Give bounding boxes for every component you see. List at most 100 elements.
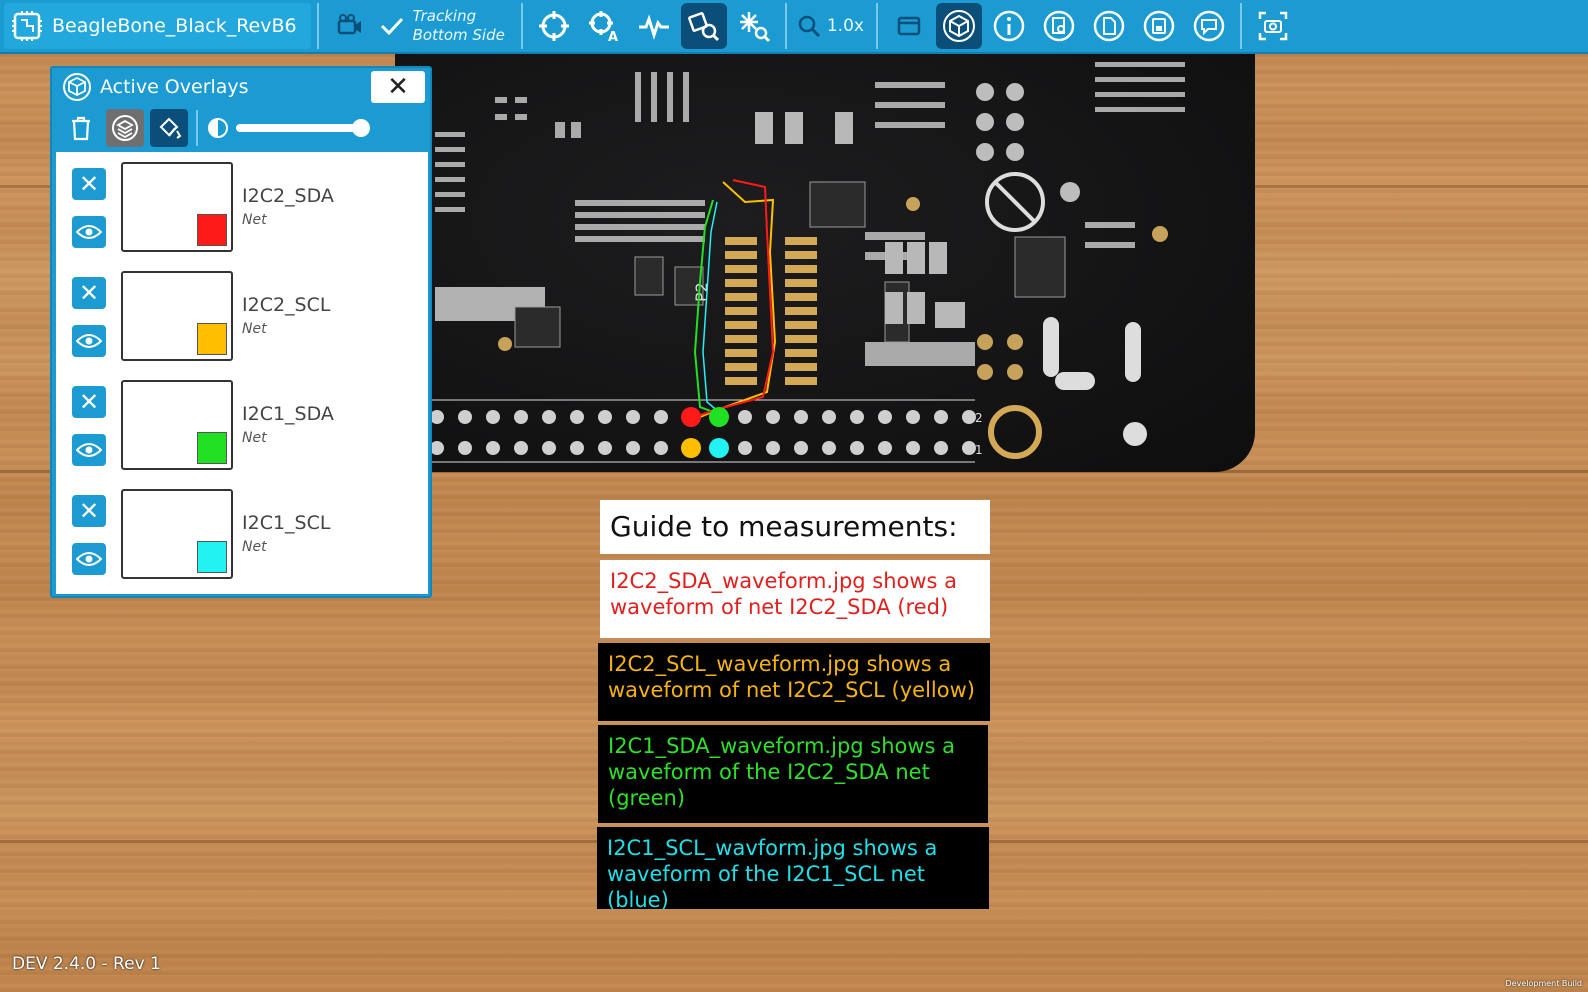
pcb-artwork: P2 2 1 — [430, 62, 1185, 463]
overlay-name: I2C1_SDA — [242, 403, 334, 425]
overlay-name: I2C1_SCL — [242, 512, 331, 534]
overlay-thumbnail — [121, 489, 233, 579]
header-pin — [794, 410, 808, 424]
header-pin — [542, 410, 556, 424]
project-title-button[interactable]: BeagleBone_Black_RevB6 — [4, 3, 311, 49]
panel-header[interactable]: Active Overlays — [52, 68, 430, 106]
header-pin — [850, 441, 864, 455]
info-button[interactable] — [986, 3, 1032, 49]
project-name: BeagleBone_Black_RevB6 — [52, 15, 297, 37]
board-chip-icon — [12, 11, 42, 41]
color-swatch[interactable] — [197, 432, 227, 464]
header-pin — [878, 441, 892, 455]
waveform-button[interactable] — [631, 3, 677, 49]
pin-marker-i2c1-sda[interactable] — [709, 407, 729, 427]
cube-icon — [63, 73, 91, 101]
pin-row-top-label: 2 — [975, 411, 983, 425]
save-button[interactable] — [1136, 3, 1182, 49]
paint-overlay-button[interactable] — [150, 109, 188, 147]
visibility-toggle[interactable] — [72, 325, 106, 357]
panel-toolbar — [52, 106, 430, 150]
overlay-type: Net — [242, 430, 267, 446]
freeze-search-button[interactable] — [731, 3, 777, 49]
eye-icon — [76, 443, 102, 457]
color-swatch[interactable] — [197, 541, 227, 573]
build-note: Development Build — [1505, 979, 1582, 988]
active-overlays-panel: Active Overlays ✕ — [50, 66, 432, 598]
color-swatch[interactable] — [197, 323, 227, 355]
close-icon: ✕ — [387, 72, 409, 102]
list-item[interactable]: ✕ I2C1_SCL Net — [56, 479, 428, 588]
window-icon — [897, 16, 921, 36]
trash-icon — [72, 116, 90, 141]
header-pin — [962, 410, 976, 424]
tracking-status[interactable]: Tracking Bottom Side — [379, 7, 505, 45]
crosshair-text-icon: A — [588, 11, 618, 43]
list-item[interactable]: ✕ I2C2_SCL Net — [56, 261, 428, 370]
pdf-button[interactable] — [1086, 3, 1132, 49]
remove-overlay-button[interactable]: ✕ — [72, 386, 106, 418]
checkmark-icon — [380, 17, 403, 36]
trace-i2c1-sda — [693, 199, 721, 419]
window-button[interactable] — [886, 3, 932, 49]
overlay-name: I2C2_SCL — [242, 294, 331, 316]
cube-icon — [942, 10, 975, 42]
overlays-3d-button[interactable] — [935, 3, 982, 49]
list-item[interactable]: ✕ I2C2_SDA Net — [56, 152, 428, 261]
header-pin — [822, 441, 836, 455]
component-search-icon — [687, 12, 719, 42]
header-pin — [962, 441, 976, 455]
version-label: DEV 2.4.0 - Rev 1 — [12, 954, 161, 974]
overlay-thumbnail — [121, 162, 233, 252]
remove-overlay-button[interactable]: ✕ — [72, 168, 106, 200]
crosshair-icon — [538, 11, 569, 41]
guide-note-i2c2-scl: I2C2_SCL_waveform.jpg shows a waveform o… — [598, 643, 990, 721]
eye-icon — [76, 225, 102, 239]
header-pin — [486, 441, 500, 455]
eye-icon — [76, 552, 102, 566]
remove-overlay-button[interactable]: ✕ — [72, 495, 106, 527]
layers-button[interactable] — [106, 109, 144, 147]
contrast-icon — [208, 118, 228, 138]
opacity-slider-handle[interactable] — [352, 119, 370, 137]
list-item[interactable]: ✕ I2C1_SDA Net — [56, 370, 428, 479]
eye-icon — [76, 334, 102, 348]
chat-bubble-icon — [1193, 10, 1225, 42]
zoom-control[interactable]: 1.0x — [797, 14, 864, 38]
header-pin — [934, 410, 948, 424]
header-pin — [906, 441, 920, 455]
overlay-thumbnail — [121, 271, 233, 361]
header-pin — [626, 410, 640, 424]
color-swatch[interactable] — [197, 214, 227, 246]
document-search-button[interactable] — [1036, 3, 1082, 49]
guide-note-i2c1-scl: I2C1_SCL_wavform.jpg shows a waveform of… — [597, 827, 989, 912]
overlay-thumbnail — [121, 380, 233, 470]
panel-close-button[interactable]: ✕ — [371, 71, 425, 103]
header-pin — [878, 410, 892, 424]
pin-marker-i2c1-scl[interactable] — [709, 438, 729, 458]
tracking-side-label: Bottom Side — [412, 26, 505, 44]
comment-button[interactable] — [1186, 3, 1232, 49]
pcb-camera-view[interactable]: P2 2 1 — [395, 52, 1255, 472]
panel-title: Active Overlays — [100, 76, 249, 98]
crosshair-button[interactable] — [531, 3, 577, 49]
camera-capture-icon — [1258, 11, 1288, 41]
header-pin — [430, 441, 444, 455]
overlay-type: Net — [242, 321, 267, 337]
delete-all-button[interactable] — [62, 109, 100, 147]
remove-overlay-button[interactable]: ✕ — [72, 277, 106, 309]
component-search-button[interactable] — [680, 3, 727, 49]
overlay-name: I2C2_SDA — [242, 185, 334, 207]
visibility-toggle[interactable] — [72, 434, 106, 466]
screenshot-button[interactable] — [1250, 3, 1296, 49]
header-pin — [934, 441, 948, 455]
pin-marker-i2c2-sda[interactable] — [681, 407, 701, 427]
visibility-toggle[interactable] — [72, 216, 106, 248]
visibility-toggle[interactable] — [72, 543, 106, 575]
camera-button[interactable] — [327, 3, 373, 49]
opacity-slider[interactable] — [236, 119, 370, 137]
header-pin — [458, 410, 472, 424]
header-pin — [542, 441, 556, 455]
crosshair-annotate-button[interactable]: A — [581, 3, 627, 49]
pin-marker-i2c2-scl[interactable] — [681, 438, 701, 458]
